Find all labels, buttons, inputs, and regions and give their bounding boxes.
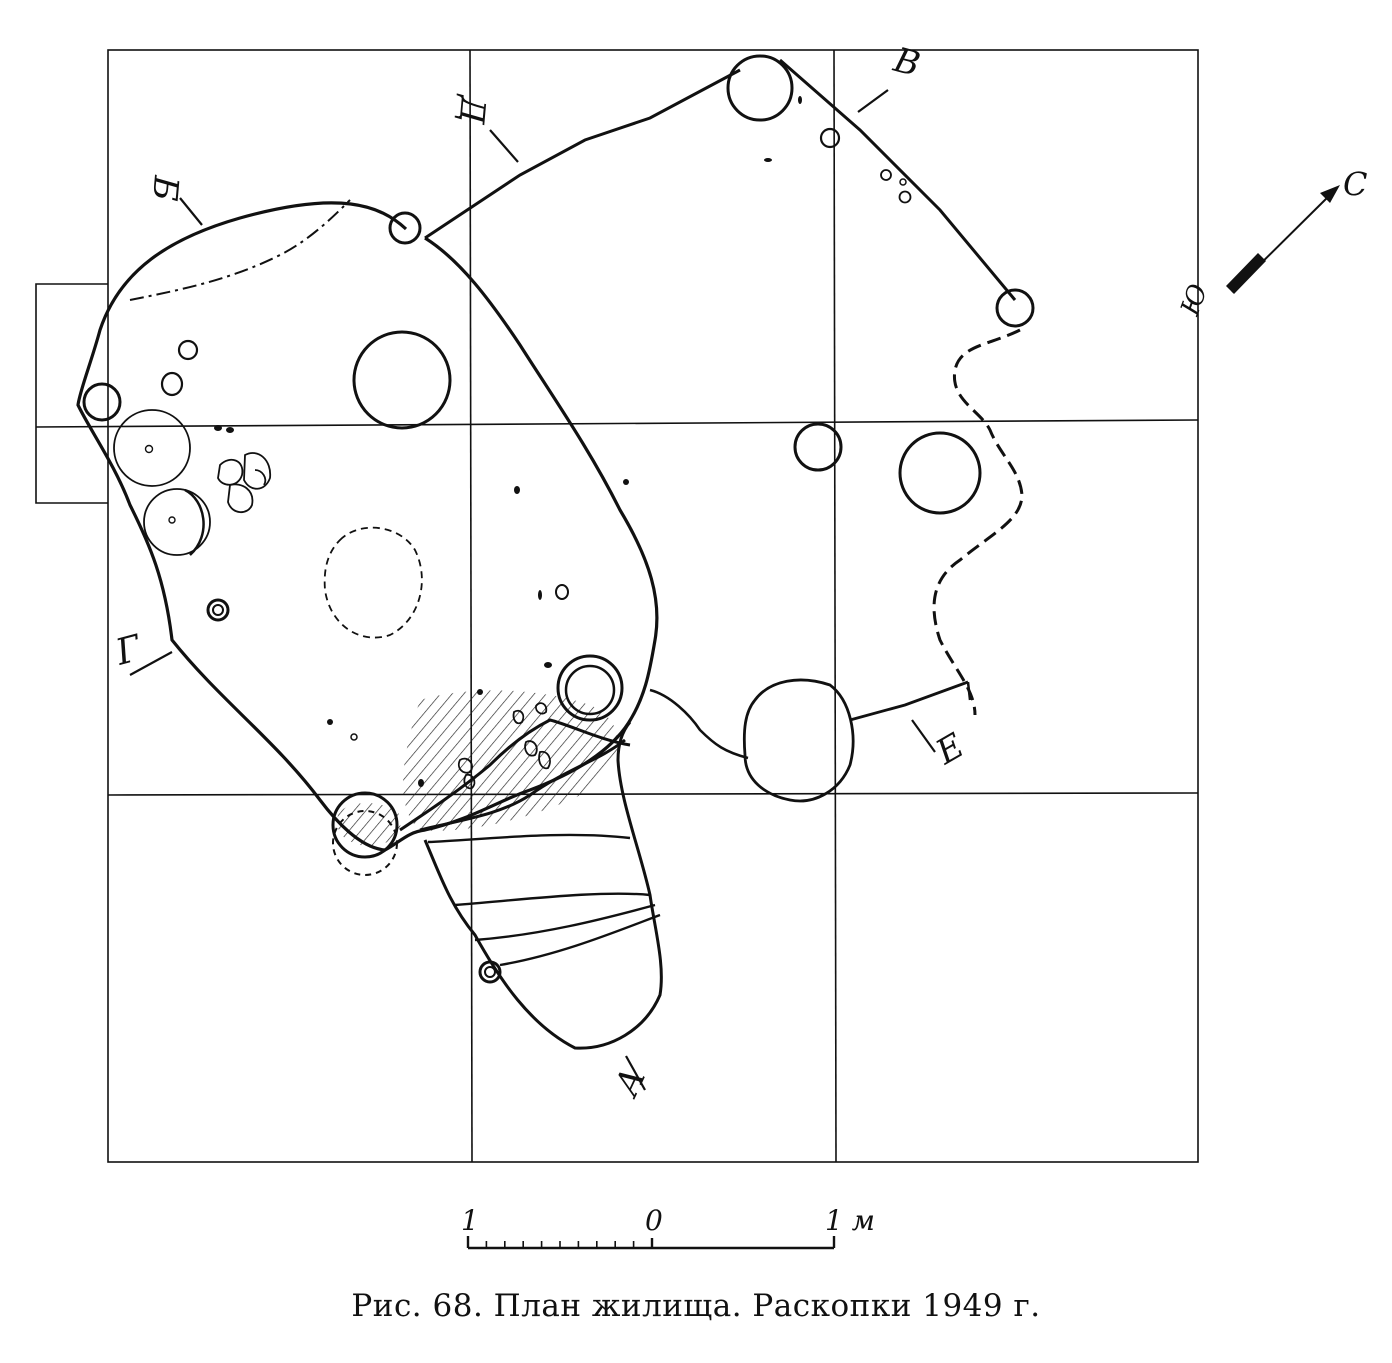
small-hole [555, 584, 569, 600]
label-b: Б [144, 173, 186, 202]
posthole [793, 422, 843, 472]
hearth-channel-upper [399, 718, 631, 832]
corridor-step-1 [427, 833, 631, 844]
label-d: Д [451, 92, 494, 126]
small-hole [898, 190, 912, 204]
dashed-pit-center [323, 526, 423, 639]
excavation-grid [35, 49, 1199, 1163]
small-hole [880, 169, 892, 181]
dash-dot-line [129, 199, 351, 301]
label-a: А [606, 1062, 654, 1104]
posthole [331, 791, 399, 859]
postholes [82, 54, 1035, 984]
scale-bar: 1 0 1 м [461, 1204, 875, 1250]
label-leaders [129, 89, 936, 1091]
pit [113, 409, 191, 487]
scale-label-right: 1 м [825, 1204, 875, 1237]
posthole [352, 330, 452, 430]
hearth-channel-lower [419, 738, 626, 832]
posthole [484, 966, 496, 978]
posthole [564, 664, 616, 716]
corridor-step-2 [454, 892, 651, 907]
corridor-step-4 [499, 913, 661, 967]
pit [143, 488, 211, 556]
label-v: В [889, 40, 924, 85]
hatched-hearth-area [403, 690, 619, 831]
small-hole [819, 127, 841, 149]
ink-specks [214, 96, 802, 787]
posthole [82, 382, 122, 422]
figure-caption: Рис. 68. План жилища. Раскопки 1949 г. [351, 1288, 1041, 1324]
small-hole [160, 371, 184, 397]
scale-label-left: 1 [461, 1204, 479, 1237]
compass-north-label: С [1343, 165, 1367, 203]
posthole [898, 431, 982, 515]
label-g: Г [111, 628, 147, 674]
large-pit-east [742, 678, 855, 803]
wall-line-d [424, 68, 741, 240]
posthole [388, 211, 422, 245]
posthole [206, 598, 230, 622]
north-arrow: С Ю [1175, 165, 1367, 320]
wall-tick-e [966, 681, 972, 701]
dashed-outline-east [932, 328, 1024, 716]
wall-line-v [779, 58, 1017, 301]
label-e: Е [929, 726, 972, 774]
posthole [212, 604, 224, 616]
posthole [726, 54, 794, 122]
posthole [995, 288, 1035, 328]
stones-cluster [217, 452, 551, 790]
posthole [478, 960, 502, 984]
entrance-corridor [423, 721, 663, 1050]
small-hole [177, 339, 199, 361]
scale-label-zero: 0 [645, 1204, 663, 1237]
wall-line-south-east [649, 688, 749, 760]
wall-line-e [849, 680, 969, 722]
small-hole [899, 178, 907, 186]
dwelling-outline-main [76, 201, 659, 852]
posthole-dashed [332, 810, 398, 876]
corridor-step-3 [474, 903, 656, 942]
compass-south-label: Ю [1175, 280, 1214, 320]
posthole [556, 654, 624, 722]
small-hole [350, 733, 358, 741]
